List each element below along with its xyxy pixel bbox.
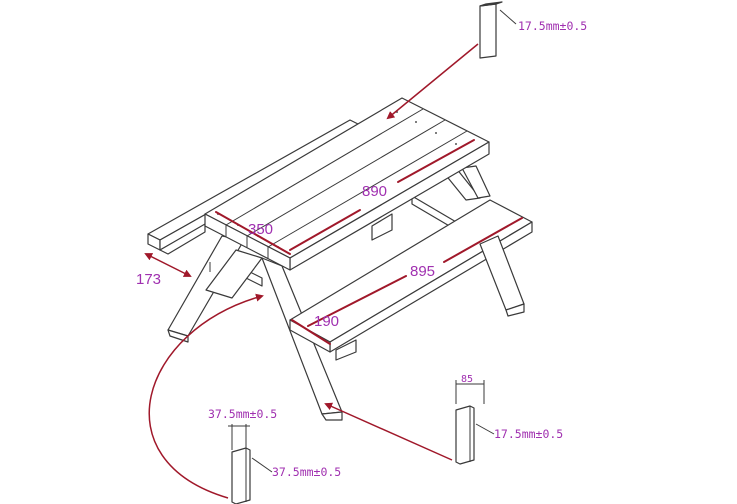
arrow-board-top xyxy=(386,43,479,120)
table-top xyxy=(204,97,490,271)
spec-board-top: 17.5mm±0.5 xyxy=(518,19,587,33)
label-895: 895 xyxy=(410,263,435,280)
right-bench xyxy=(289,199,533,361)
dim-line-890-b xyxy=(397,139,475,183)
dim-line-350 xyxy=(215,211,291,255)
dim-line-190 xyxy=(291,319,331,345)
arrow-bench-board xyxy=(324,402,453,461)
arrow-leg xyxy=(148,293,264,499)
dim-line-895-b xyxy=(443,217,523,263)
spec-leg-side-b: 37.5mm±0.5 xyxy=(272,465,341,479)
dimension-lines xyxy=(144,139,523,345)
label-190: 190 xyxy=(314,313,339,330)
board-detail-top: 17.5mm±0.5 xyxy=(386,1,587,120)
bench-board-detail: 85 17.5mm±0.5 xyxy=(324,374,563,465)
spec-leg-side-a: 37.5mm±0.5 xyxy=(208,407,277,421)
label-890: 890 xyxy=(362,183,387,200)
dim-arrow-173 xyxy=(144,253,192,277)
dim-line-895-a xyxy=(307,275,407,327)
label-350: 350 xyxy=(248,221,273,238)
dim-line-890-a xyxy=(289,209,361,251)
label-173: 173 xyxy=(136,271,161,288)
dimension-labels: 890 350 895 190 173 xyxy=(136,183,435,330)
label-leg-width: 85 xyxy=(461,374,473,385)
spec-bench-board: 17.5mm±0.5 xyxy=(494,427,563,441)
leg-detail: 37.5mm±0.5 37.5mm±0.5 xyxy=(148,293,341,504)
